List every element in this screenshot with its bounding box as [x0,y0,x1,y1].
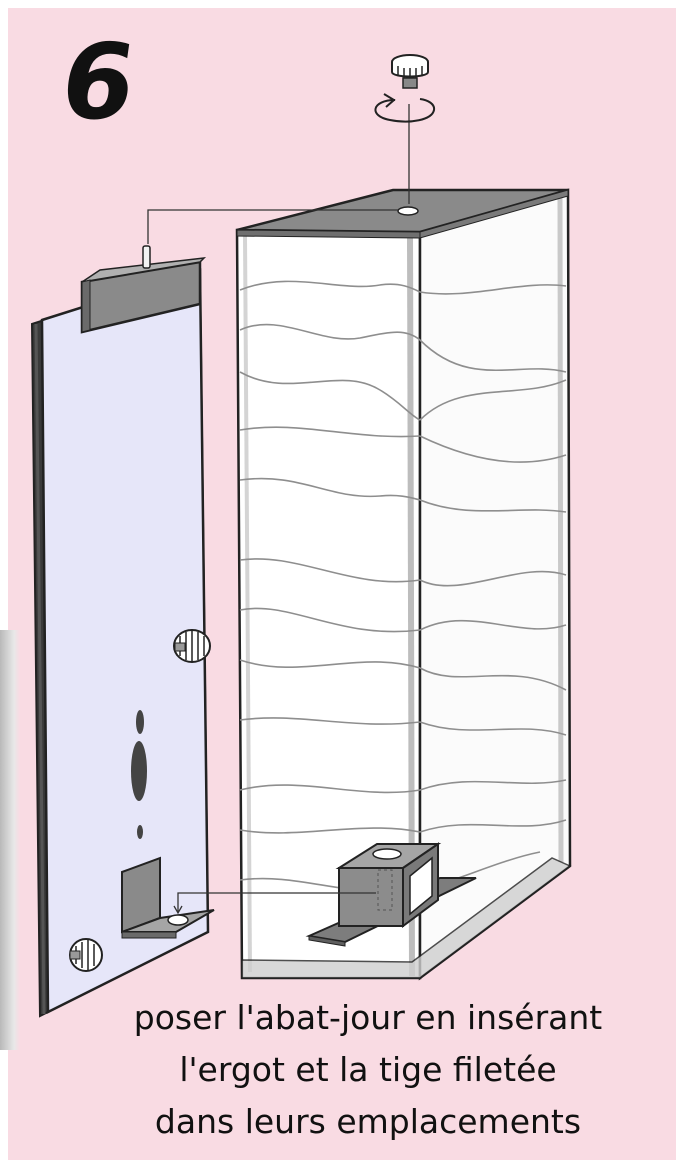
step-number: 6 [55,30,142,134]
caption-line-3: dans leurs emplacements [60,1096,676,1148]
lid-hole [398,207,418,215]
panel-thumb-knob [174,630,210,662]
rotate-arrow-icon [375,94,434,122]
panel-slot-top [136,710,144,734]
panel-bottom-knob [70,939,102,971]
panel-slot-main [131,741,147,801]
caption-line-2: l'ergot et la tige filetée [60,1044,676,1096]
locating-pin [143,246,150,268]
thumb-screw-icon [392,55,428,88]
panel-slot-bottom [137,825,143,839]
lampshade-side-face [420,190,570,978]
caption-line-1: poser l'abat-jour en insérant [60,992,676,1044]
back-panel [32,246,214,1016]
instruction-caption: poser l'abat-jour en insérant l'ergot et… [60,992,676,1148]
